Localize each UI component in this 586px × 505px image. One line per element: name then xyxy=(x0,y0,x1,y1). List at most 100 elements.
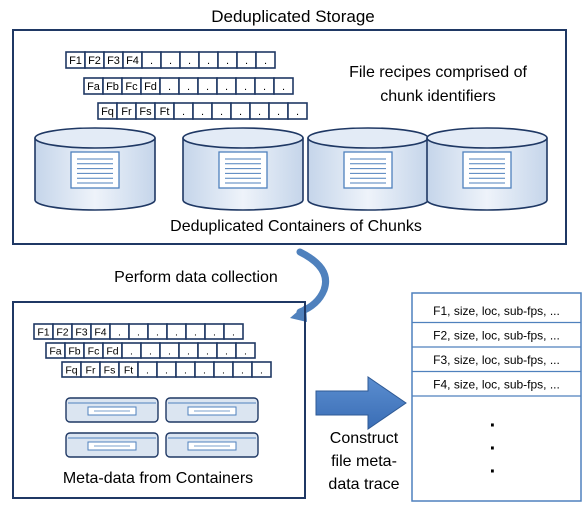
chunk-id-label: . xyxy=(282,81,285,93)
chunk-id-label: . xyxy=(168,81,171,93)
container-cylinders xyxy=(34,127,548,211)
chunk-id-label: . xyxy=(296,106,299,118)
chunk-id-label: Fc xyxy=(125,81,138,93)
document-icon xyxy=(70,151,120,189)
chunk-id-label: F4 xyxy=(94,326,106,338)
document-icon xyxy=(343,151,393,189)
mini-container-icon xyxy=(165,397,259,423)
chunk-id-label: . xyxy=(165,364,168,376)
right-arrow-icon xyxy=(315,376,407,430)
chunk-id-label: . xyxy=(203,364,206,376)
curved-arrow-icon xyxy=(290,248,329,322)
chunk-id-label: F1 xyxy=(37,326,49,338)
trace-row-text: F2, size, loc, sub-fps, ... xyxy=(433,328,560,342)
chunk-id-label: F1 xyxy=(69,55,82,67)
trace-ellipsis-dot: · xyxy=(490,461,497,483)
chunk-id-label: . xyxy=(201,106,204,118)
chunk-id-label: . xyxy=(220,106,223,118)
container-cylinder-icon xyxy=(34,127,156,211)
container-cylinder-icon xyxy=(307,127,429,211)
chunk-id-label: . xyxy=(156,326,159,338)
chunk-id-label: . xyxy=(187,345,190,357)
chunk-id-label: . xyxy=(168,345,171,357)
chunk-id-label: . xyxy=(239,106,242,118)
chunk-id-label: F3 xyxy=(75,326,87,338)
chunk-id-label: . xyxy=(188,55,191,67)
chunk-id-label: . xyxy=(277,106,280,118)
deduplicated-storage-title: Deduplicated Storage xyxy=(211,7,375,26)
chunk-id-label: Fa xyxy=(87,81,101,93)
chunk-id-label: . xyxy=(241,364,244,376)
trace-ellipsis-dot: · xyxy=(490,415,497,437)
chunk-id-label: Fd xyxy=(144,81,157,93)
containers-caption: Deduplicated Containers of Chunks xyxy=(170,218,422,235)
meta-data-box xyxy=(12,301,306,499)
chunk-id-label: . xyxy=(118,326,121,338)
chunk-id-label: F3 xyxy=(107,55,120,67)
recipe-cell xyxy=(223,323,244,340)
recipe-cell xyxy=(255,51,276,69)
recipe-cell xyxy=(287,102,308,120)
chunk-id-label: . xyxy=(130,345,133,357)
chunk-id-label: Ft xyxy=(124,364,133,376)
document-icon xyxy=(462,151,512,189)
top-recipe-row: Fa Fb Fc Fd....... xyxy=(83,77,294,95)
chunk-id-label: Fs xyxy=(104,364,116,376)
trace-row-text: F4, size, loc, sub-fps, ... xyxy=(433,377,560,391)
chunk-id-label: . xyxy=(169,55,172,67)
trace-table-frame xyxy=(411,292,582,502)
chunk-id-label: Fr xyxy=(121,106,132,118)
bottom-file-recipes: F1 F2 F3 F4....... Fa Fb Fc Fd....... Fq Fr Fs Ft..… xyxy=(33,323,272,378)
chunk-id-label: . xyxy=(258,106,261,118)
deduplicated-storage-box xyxy=(12,29,567,245)
chunk-id-label: F2 xyxy=(56,326,68,338)
mini-container-icon xyxy=(65,432,159,458)
container-cylinder-icon xyxy=(182,127,304,211)
chunk-id-label: Fs xyxy=(139,106,152,118)
chunk-id-label: . xyxy=(137,326,140,338)
chunk-id-label: Fd xyxy=(106,345,118,357)
chunk-id-label: . xyxy=(149,345,152,357)
chunk-id-label: . xyxy=(194,326,197,338)
chunk-id-label: . xyxy=(206,81,209,93)
construct-label-line-1: Construct xyxy=(330,430,399,447)
construct-label-line-3: data trace xyxy=(328,476,399,493)
chunk-id-label: Fc xyxy=(88,345,100,357)
chunk-id-label: Fb xyxy=(106,81,119,93)
chunk-id-label: . xyxy=(244,345,247,357)
chunk-id-label: Ft xyxy=(160,106,170,118)
meta-data-caption: Meta-data from Containers xyxy=(63,470,253,487)
chunk-id-label: . xyxy=(146,364,149,376)
trace-row-text: F1, size, loc, sub-fps, ... xyxy=(433,304,560,318)
recipes-caption-line-2: chunk identifiers xyxy=(380,88,496,105)
chunk-id-label: . xyxy=(222,364,225,376)
chunk-id-label: Fr xyxy=(86,364,96,376)
chunk-id-label: . xyxy=(184,364,187,376)
recipe-cell xyxy=(235,342,256,359)
recipe-cell xyxy=(251,361,272,378)
chunk-id-label: Fq xyxy=(101,106,114,118)
chunk-id-label: Fq xyxy=(65,364,77,376)
chunk-id-label: . xyxy=(260,364,263,376)
chunk-id-label: Fb xyxy=(68,345,80,357)
chunk-id-label: . xyxy=(187,81,190,93)
bottom-recipe-row: Fq Fr Fs Ft....... xyxy=(61,361,272,378)
chunk-id-label: . xyxy=(206,345,209,357)
chunk-id-label: . xyxy=(213,326,216,338)
trace-row-text: F3, size, loc, sub-fps, ... xyxy=(433,353,560,367)
chunk-id-label: . xyxy=(225,81,228,93)
chunk-id-label: . xyxy=(263,81,266,93)
chunk-id-label: . xyxy=(244,81,247,93)
construct-label-line-2: file meta- xyxy=(331,453,397,470)
recipes-caption-line-1: File recipes comprised of xyxy=(349,64,527,81)
document-icon xyxy=(218,151,268,189)
chunk-id-label: Fa xyxy=(49,345,61,357)
meta-data-trace-table: F1, size, loc, sub-fps, ... F2, size, loc… xyxy=(411,292,582,502)
